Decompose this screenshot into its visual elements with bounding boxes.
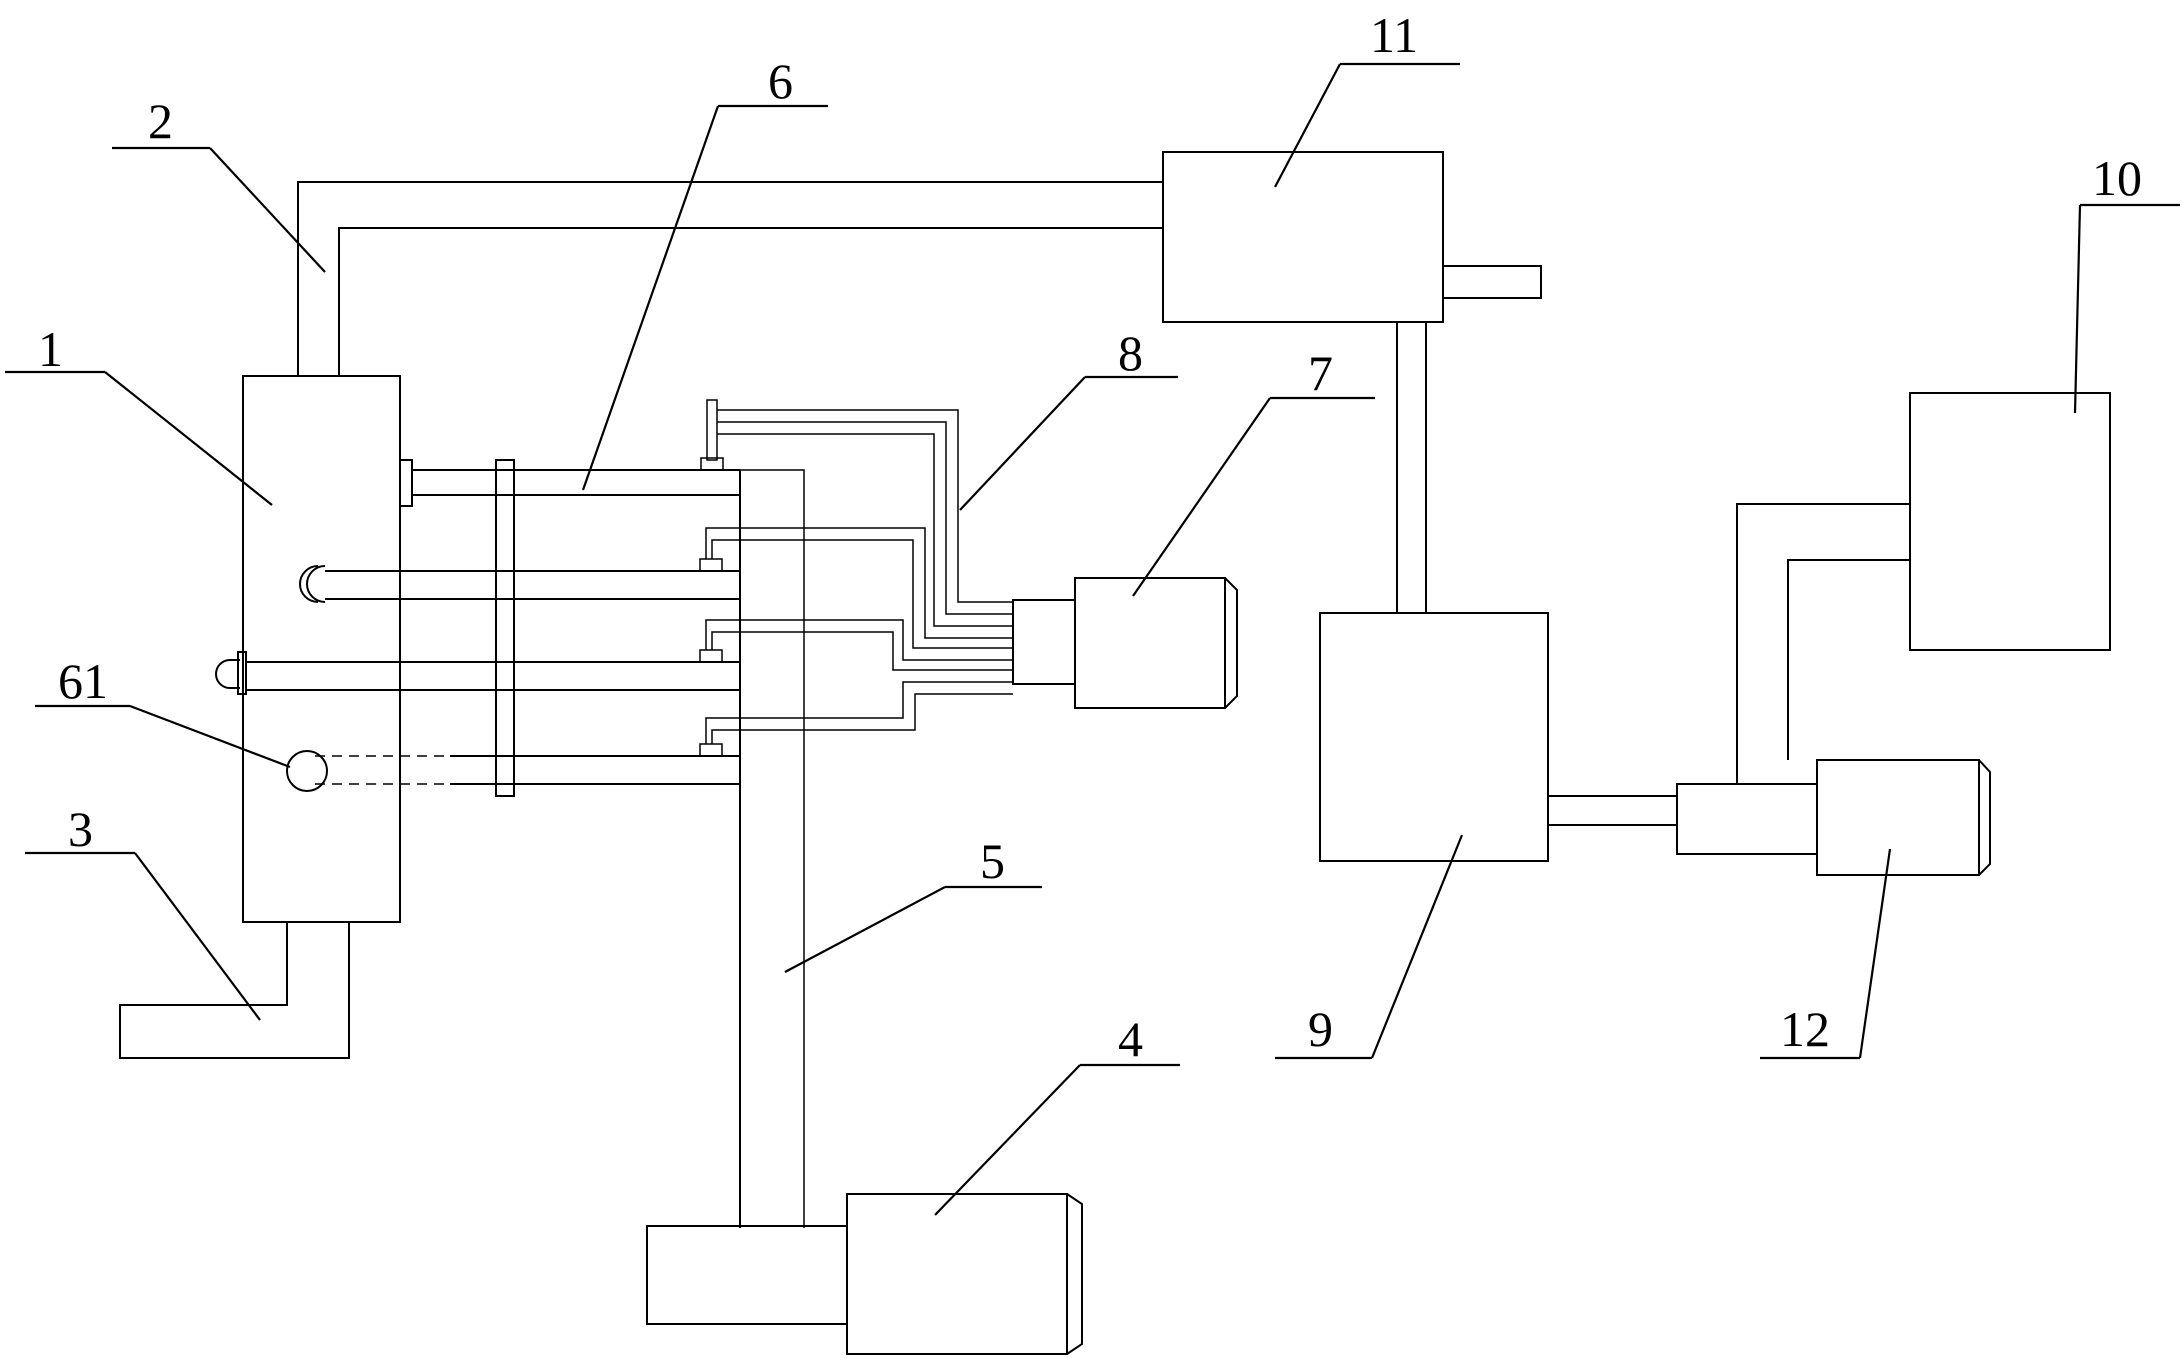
- label-1: 1: [38, 321, 63, 377]
- component-5-column: [740, 469, 805, 1228]
- connector-11-9: [1396, 322, 1427, 613]
- label-61: 61: [58, 653, 108, 709]
- connector-12-10: [1736, 503, 1910, 784]
- component-12-motor: [1676, 759, 1991, 876]
- component-8-wiring: [705, 409, 1013, 744]
- label-6: 6: [768, 53, 793, 109]
- sensor-blocks: [699, 399, 724, 757]
- component-6-rods: [246, 459, 741, 1228]
- component-2-pipe: [297, 181, 1163, 376]
- component-10-box: [1909, 392, 2111, 651]
- label-4: 4: [1118, 1011, 1143, 1067]
- component-7-motor: [1012, 577, 1238, 709]
- component-4-motor: [646, 1193, 1083, 1355]
- callout-labels: 1 2 3 6 11 8 7 10 61 5 4 9 12: [38, 7, 2142, 1067]
- connector-9-12: [1548, 795, 1677, 826]
- component-9-box: [1319, 612, 1549, 862]
- label-7: 7: [1308, 345, 1333, 401]
- label-10: 10: [2092, 150, 2142, 206]
- label-3: 3: [68, 801, 93, 857]
- component-3-pipe: [119, 922, 350, 1059]
- component-1-body: [215, 375, 413, 923]
- label-5: 5: [980, 833, 1005, 889]
- label-11: 11: [1370, 7, 1418, 63]
- leader-lines: [5, 62, 2180, 1216]
- component-11-box: [1162, 151, 1542, 323]
- label-12: 12: [1780, 1001, 1830, 1057]
- label-9: 9: [1308, 1001, 1333, 1057]
- label-2: 2: [148, 93, 173, 149]
- label-8: 8: [1118, 325, 1143, 381]
